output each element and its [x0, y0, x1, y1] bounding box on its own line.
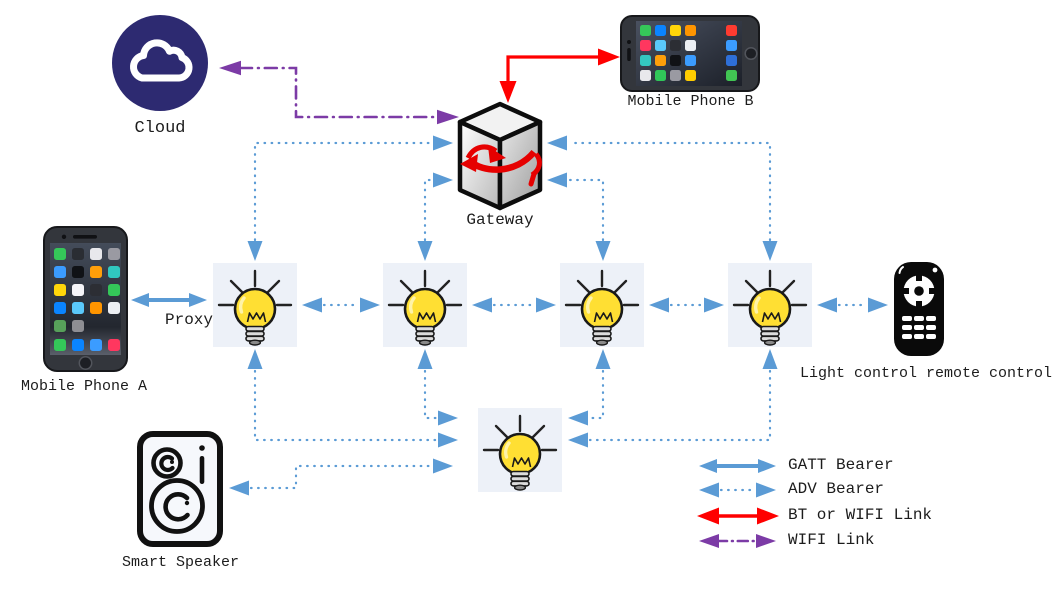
legend-bt-or-wifi-link-label: BT or WIFI Link — [788, 506, 933, 524]
wifi-link — [219, 60, 776, 548]
smart-speaker-label: Smart Speaker — [121, 554, 240, 571]
light-bulb-icon — [478, 408, 562, 492]
light-bulb-icon — [383, 263, 467, 347]
remote-control-icon — [894, 262, 944, 356]
remote-control-label: Light control remote control — [800, 365, 1053, 382]
light-bulb-icon — [213, 263, 297, 347]
mobile-phone-a-node — [43, 226, 128, 372]
light-bulb-icon — [728, 263, 812, 347]
cloud-label: Cloud — [134, 119, 186, 138]
mobile-phone-a-label: Mobile Phone A — [20, 378, 148, 395]
sync-arrow — [460, 144, 542, 187]
light-node-4 — [728, 263, 812, 347]
light-node-3 — [560, 263, 644, 347]
mobile-phone-b-label: Mobile Phone B — [627, 93, 754, 110]
legend-gatt-bearer-label: GATT Bearer — [788, 456, 894, 474]
light-node-1-proxy — [213, 263, 297, 347]
remote-control-node — [893, 261, 945, 357]
gateway-node — [452, 100, 548, 212]
mobile-phone-a-icon — [43, 226, 128, 372]
gateway-icon — [457, 101, 543, 211]
smart-speaker-icon — [137, 431, 223, 547]
mobile-phone-b-icon — [620, 15, 760, 92]
bt-wifi-link — [499, 48, 779, 525]
smart-speaker-node — [136, 430, 224, 548]
light-bulb-icon — [560, 263, 644, 347]
proxy-label: Proxy — [164, 311, 213, 329]
light-node-2 — [383, 263, 467, 347]
adv-bearer-lines — [249, 141, 868, 492]
cloud-node — [110, 12, 210, 114]
legend-adv-bearer-label: ADV Bearer — [788, 480, 885, 498]
gateway-label: Gateway — [466, 211, 534, 229]
mobile-phone-b-node — [620, 15, 760, 92]
cloud-icon — [110, 12, 210, 114]
blue-arrowheads — [131, 135, 888, 498]
gatt-bearer-lines — [148, 298, 759, 468]
legend-wifi-link-label: WIFI Link — [788, 531, 875, 549]
light-node-5 — [478, 408, 562, 492]
